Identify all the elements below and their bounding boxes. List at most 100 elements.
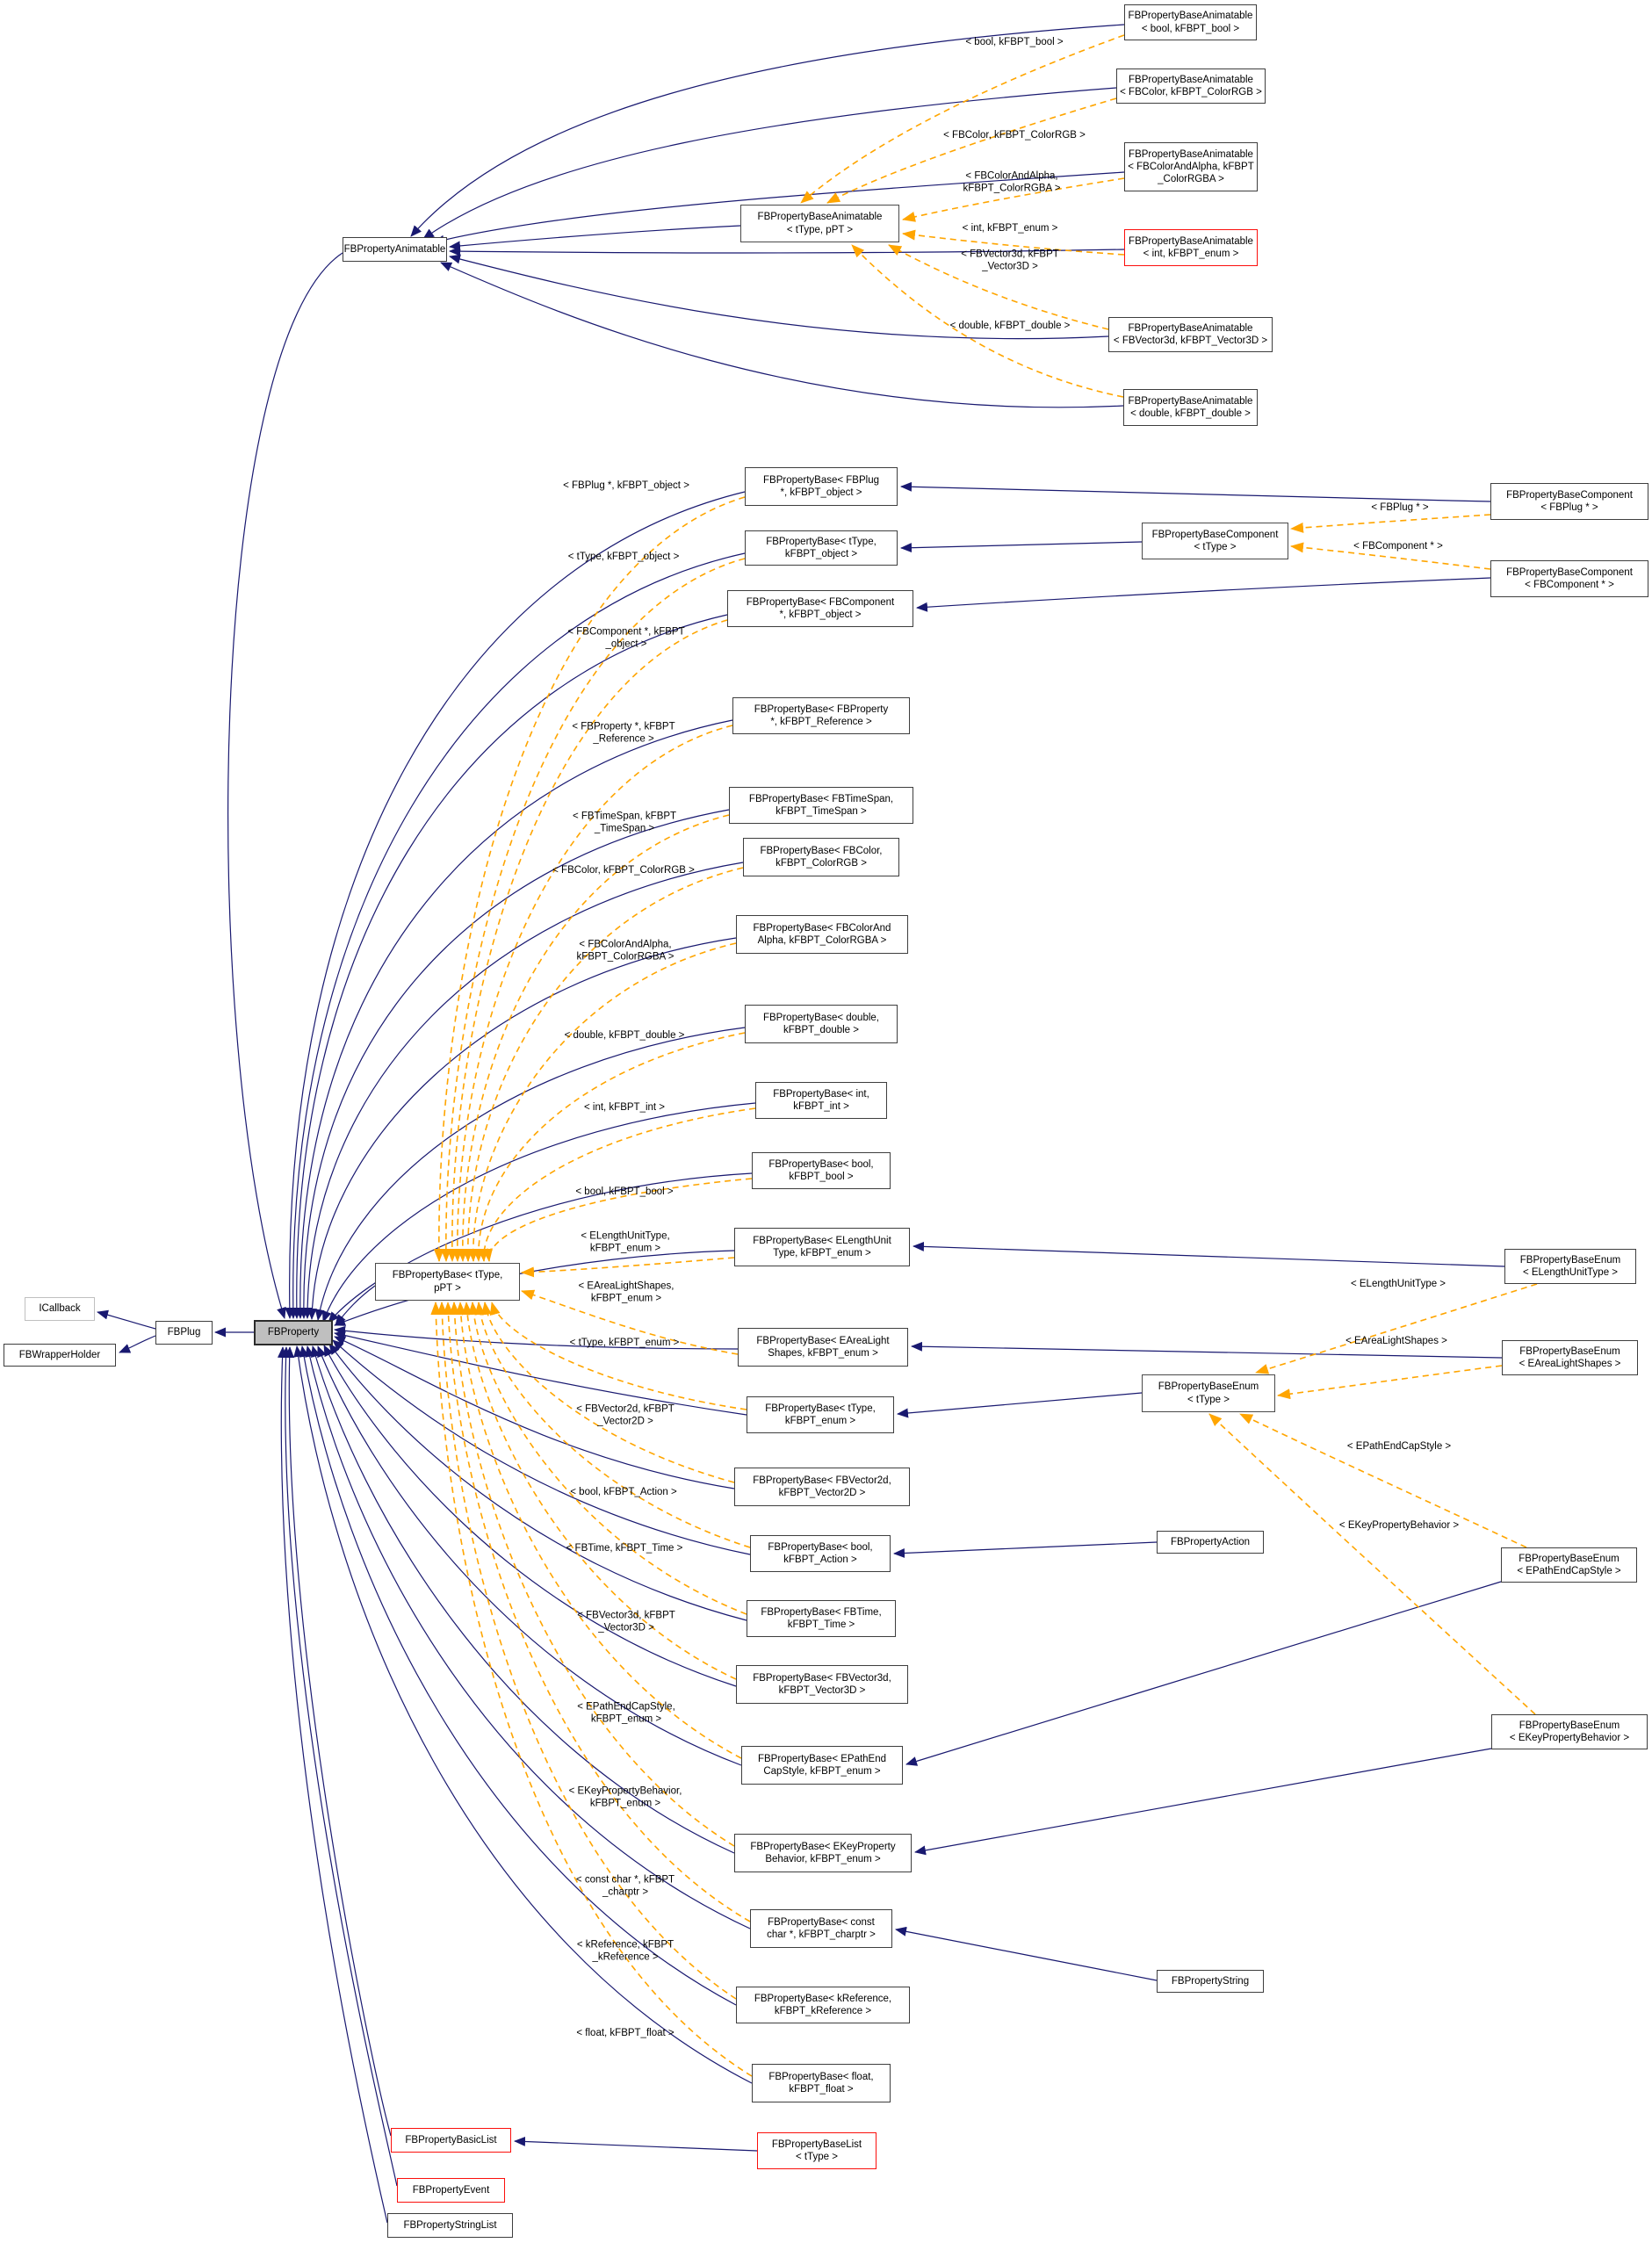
- template-instantiation-edge-base-fbtimespan--base-template: [457, 814, 730, 1262]
- inheritance-edge-enum-elengthunittype--base-elengthunittype: [913, 1241, 1505, 1267]
- template-instantiation-edge-base-float--base-template: [430, 1302, 753, 2077]
- template-args-label-22: < bool, kFBPT_Action >: [570, 1486, 677, 1497]
- class-node-base-earealightshapes[interactable]: FBPropertyBase< EAreaLight Shapes, kFBPT…: [738, 1328, 908, 1367]
- inheritance-edge-anim-int-enum--fbpropertyanimatable: [449, 246, 1125, 256]
- inheritance-edge-base-ttype-enum--fbproperty: [334, 1331, 747, 1416]
- template-instantiation-edge-base-kreference--base-template: [436, 1302, 737, 2000]
- inheritance-edge-enum-earealightshapes--base-earealightshapes: [911, 1341, 1503, 1359]
- class-node-base-bool-action[interactable]: FBPropertyBase< bool, kFBPT_Action >: [750, 1535, 891, 1572]
- inheritance-edge-anim-fbcolor--fbpropertyanimatable: [422, 87, 1117, 240]
- class-node-event[interactable]: FBPropertyEvent: [397, 2178, 505, 2203]
- template-args-label-32: < EPathEndCapStyle >: [1346, 1440, 1452, 1452]
- class-node-enum-ekeypropertybehavior[interactable]: FBPropertyBaseEnum < EKeyPropertyBehavio…: [1491, 1714, 1648, 1749]
- inheritance-edge-anim-bool--fbpropertyanimatable: [410, 24, 1125, 237]
- template-args-label-15: < double, kFBPT_double >: [564, 1029, 685, 1041]
- class-node-base-fbplug-object[interactable]: FBPropertyBase< FBPlug *, kFBPT_object >: [745, 467, 898, 506]
- inheritance-edge-base-bool-action--fbproperty: [332, 1339, 751, 1555]
- template-args-label-19: < EAreaLightShapes, kFBPT_enum >: [578, 1280, 675, 1304]
- inheritance-edge-enum-ttype--base-ttype-enum: [897, 1392, 1143, 1418]
- template-instantiation-edge-base-constchar--base-template: [443, 1302, 751, 1922]
- class-node-base-fbcolor[interactable]: FBPropertyBase< FBColor, kFBPT_ColorRGB …: [743, 838, 899, 876]
- class-node-anim-double[interactable]: FBPropertyBaseAnimatable < double, kFBPT…: [1123, 389, 1258, 426]
- class-node-enum-elengthunittype[interactable]: FBPropertyBaseEnum < ELengthUnitType >: [1504, 1249, 1636, 1284]
- template-args-label-7: < FBComponent * >: [1353, 540, 1443, 552]
- class-node-base-fbtime[interactable]: FBPropertyBase< FBTime, kFBPT_Time >: [747, 1600, 896, 1637]
- class-node-anim-fbcolorandalpha[interactable]: FBPropertyBaseAnimatable < FBColorAndAlp…: [1124, 142, 1258, 191]
- class-node-base-double[interactable]: FBPropertyBase< double, kFBPT_double >: [745, 1005, 898, 1043]
- class-node-base-epathendcapstyle[interactable]: FBPropertyBase< EPathEnd CapStyle, kFBPT…: [741, 1746, 903, 1785]
- inheritance-edge-anim-fbvector3d--fbpropertyanimatable: [449, 254, 1109, 340]
- inheritance-edge-base-fbplug-object--fbproperty: [285, 491, 746, 1319]
- template-instantiation-edge-enum-epathendcapstyle--enum-ttype: [1239, 1413, 1527, 1548]
- template-args-label-13: < FBColor, kFBPT_ColorRGB >: [552, 864, 695, 876]
- inheritance-edge-base-double--fbproperty: [314, 1027, 746, 1321]
- class-node-stringlist[interactable]: FBPropertyStringList: [387, 2213, 513, 2238]
- class-node-base-int[interactable]: FBPropertyBase< int, kFBPT_int >: [755, 1082, 887, 1119]
- inheritance-edge-event--fbproperty: [281, 1346, 398, 2187]
- inheritance-edge-anim-double--fbpropertyanimatable: [440, 262, 1124, 408]
- class-node-base-constchar[interactable]: FBPropertyBase< const char *, kFBPT_char…: [750, 1909, 892, 1948]
- inheritance-edge-base-constchar--fbproperty: [305, 1345, 751, 1929]
- template-args-label-4: < FBVector3d, kFBPT _Vector3D >: [961, 249, 1059, 272]
- inheritance-edge-baselist-ttype--basiclist: [514, 2136, 758, 2152]
- template-instantiation-edge-enum-elengthunittype--enum-ttype: [1255, 1283, 1538, 1374]
- class-node-base-fbcolorandalpha[interactable]: FBPropertyBase< FBColorAnd Alpha, kFBPT_…: [736, 915, 908, 954]
- class-node-fbplug[interactable]: FBPlug: [155, 1321, 213, 1345]
- class-node-fbwrapperholder[interactable]: FBWrapperHolder: [4, 1344, 116, 1367]
- class-node-base-ekeypropertybehavior[interactable]: FBPropertyBase< EKeyProperty Behavior, k…: [734, 1834, 912, 1872]
- class-node-anim-template[interactable]: FBPropertyBaseAnimatable < tType, pPT >: [740, 205, 899, 242]
- class-node-anim-int-enum[interactable]: FBPropertyBaseAnimatable < int, kFBPT_en…: [1124, 229, 1258, 266]
- inheritance-edge-fbplug--icallback: [97, 1309, 156, 1330]
- class-node-basiclist[interactable]: FBPropertyBasicList: [391, 2128, 511, 2153]
- class-node-base-template[interactable]: FBPropertyBase< tType, pPT >: [375, 1263, 520, 1301]
- class-node-comp-fbcomponent[interactable]: FBPropertyBaseComponent < FBComponent * …: [1490, 560, 1648, 597]
- class-node-base-fbcomponent-object[interactable]: FBPropertyBase< FBComponent *, kFBPT_obj…: [727, 590, 913, 627]
- class-node-anim-fbcolor[interactable]: FBPropertyBaseAnimatable < FBColor, kFBP…: [1116, 69, 1266, 104]
- inheritance-edge-comp-fbplug--base-fbplug-object: [900, 481, 1491, 502]
- template-instantiation-edge-base-bool-action--base-template: [474, 1302, 751, 1548]
- template-args-label-30: < ELengthUnitType >: [1350, 1278, 1446, 1289]
- template-args-label-21: < FBVector2d, kFBPT _Vector2D >: [576, 1403, 675, 1427]
- class-node-base-bool[interactable]: FBPropertyBase< bool, kFBPT_bool >: [752, 1152, 891, 1189]
- class-node-enum-ttype[interactable]: FBPropertyBaseEnum < tType >: [1142, 1374, 1275, 1412]
- class-node-action[interactable]: FBPropertyAction: [1157, 1531, 1264, 1554]
- class-node-base-float[interactable]: FBPropertyBase< float, kFBPT_float >: [752, 2064, 891, 2102]
- class-node-base-fbvector2d[interactable]: FBPropertyBase< FBVector2d, kFBPT_Vector…: [734, 1468, 910, 1506]
- template-args-label-29: < float, kFBPT_float >: [576, 2027, 675, 2038]
- template-args-label-31: < EAreaLightShapes >: [1345, 1335, 1447, 1346]
- class-node-enum-epathendcapstyle[interactable]: FBPropertyBaseEnum < EPathEndCapStyle >: [1501, 1547, 1637, 1583]
- class-node-enum-earealightshapes[interactable]: FBPropertyBaseEnum < EAreaLightShapes >: [1502, 1340, 1638, 1375]
- inheritance-edge-base-ekeypropertybehavior--fbproperty: [311, 1345, 735, 1854]
- inheritance-edge-base-fbvector2d--fbproperty: [334, 1336, 735, 1489]
- class-node-base-ttype-object[interactable]: FBPropertyBase< tType, kFBPT_object >: [745, 530, 898, 566]
- template-instantiation-edge-base-int--base-template: [477, 1107, 756, 1262]
- inheritance-edge-string--base-constchar: [895, 1926, 1158, 1981]
- inheritance-edge-base-fbtime--fbproperty: [328, 1343, 747, 1621]
- class-node-baselist-ttype[interactable]: FBPropertyBaseList < tType >: [757, 2132, 876, 2169]
- class-node-anim-fbvector3d[interactable]: FBPropertyBaseAnimatable < FBVector3d, k…: [1108, 317, 1273, 352]
- template-instantiation-edge-base-earealightshapes--base-template: [521, 1289, 739, 1355]
- class-node-comp-fbplug[interactable]: FBPropertyBaseComponent < FBPlug * >: [1490, 483, 1648, 520]
- inheritance-edge-enum-ekeypropertybehavior--base-ekeypropertybehavior: [914, 1748, 1492, 1856]
- class-node-base-fbvector3d[interactable]: FBPropertyBase< FBVector3d, kFBPT_Vector…: [736, 1665, 908, 1704]
- template-instantiation-edge-base-fbplug-object--base-template: [433, 496, 746, 1262]
- template-args-label-9: < tType, kFBPT_object >: [567, 551, 680, 562]
- template-args-label-12: < FBTimeSpan, kFBPT _TimeSpan >: [572, 811, 677, 834]
- template-instantiation-edge-base-ttype-object--base-template: [440, 558, 746, 1262]
- class-node-base-kreference[interactable]: FBPropertyBase< kReference, kFBPT_kRefer…: [736, 1987, 910, 2023]
- class-node-base-ttype-enum[interactable]: FBPropertyBase< tType, kFBPT_enum >: [747, 1396, 894, 1433]
- class-node-comp-ttype[interactable]: FBPropertyBaseComponent < tType >: [1142, 523, 1288, 559]
- class-node-fbproperty[interactable]: FBProperty: [254, 1320, 333, 1345]
- template-args-label-3: < int, kFBPT_enum >: [962, 222, 1058, 234]
- inheritance-edge-fbpropertyanimatable--fbproperty: [227, 252, 343, 1319]
- class-node-icallback[interactable]: ICallback: [25, 1297, 95, 1321]
- class-node-anim-bool[interactable]: FBPropertyBaseAnimatable < bool, kFBPT_b…: [1124, 4, 1257, 40]
- class-node-base-fbproperty-reference[interactable]: FBPropertyBase< FBProperty *, kFBPT_Refe…: [732, 697, 910, 734]
- class-node-base-elengthunittype[interactable]: FBPropertyBase< ELengthUnit Type, kFBPT_…: [734, 1228, 910, 1266]
- template-args-label-26: < EKeyPropertyBehavior, kFBPT_enum >: [568, 1785, 682, 1809]
- class-node-string[interactable]: FBPropertyString: [1157, 1970, 1264, 1993]
- class-node-base-fbtimespan[interactable]: FBPropertyBase< FBTimeSpan, kFBPT_TimeSp…: [729, 787, 913, 824]
- template-args-label-18: < ELengthUnitType, kFBPT_enum >: [581, 1230, 670, 1254]
- class-node-fbpropertyanimatable[interactable]: FBPropertyAnimatable: [343, 237, 447, 262]
